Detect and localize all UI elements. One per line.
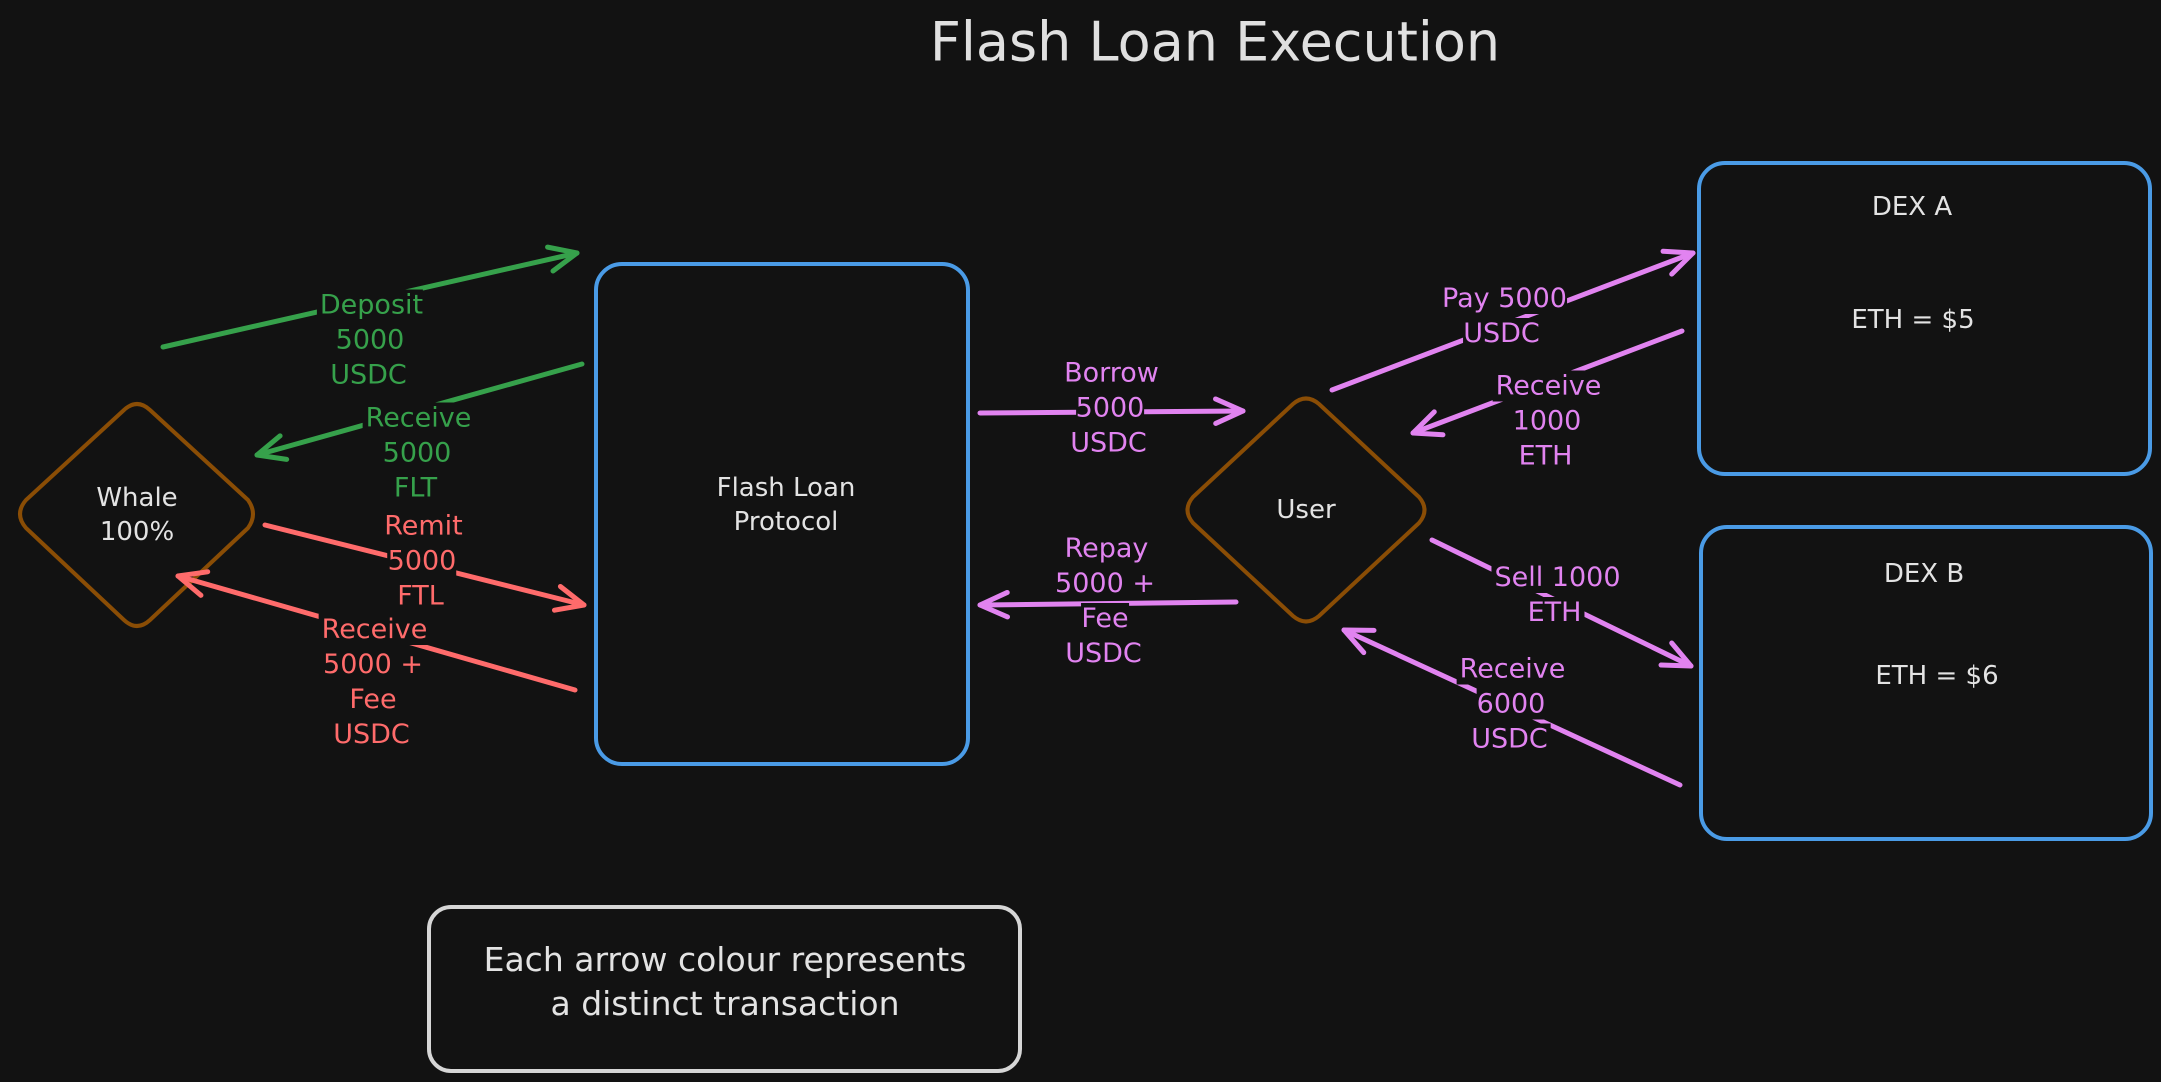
legend-text: Each arrow colour represents a distinct … <box>483 940 967 1023</box>
user-diamond[interactable] <box>1185 396 1427 624</box>
page-title: Flash Loan Execution <box>929 10 1501 74</box>
protocol-label: Flash Loan Protocol <box>716 473 856 537</box>
arrow-label-sell: Sell 1000 ETH <box>1491 560 1621 630</box>
arrowhead-icon <box>254 433 290 462</box>
dex-a-name: DEX A <box>1871 192 1953 222</box>
arrowhead-icon <box>1213 396 1246 426</box>
arrow-label-pay: Pay 5000 USDC <box>1439 281 1567 351</box>
arrow-label-borrow: Borrow 5000 USDC <box>1061 356 1159 461</box>
protocol-box[interactable] <box>594 262 970 766</box>
arrow-label-remit: Remit 5000 FTL <box>381 509 463 614</box>
arrow-label-repay: Repay 5000 + Fee USDC <box>1055 533 1155 669</box>
arrowhead-icon <box>1660 248 1696 277</box>
whale-diamond[interactable] <box>18 402 255 628</box>
dex-a-box[interactable] <box>1697 161 2152 476</box>
whale-label: Whale 100% <box>96 483 178 547</box>
dex-b-box[interactable] <box>1699 525 2153 841</box>
arrowhead-icon <box>1410 409 1446 438</box>
arrow-label-receive-flt: Receive 5000 FLT <box>362 401 472 506</box>
dex-b-price: ETH = $6 <box>1875 661 1999 691</box>
arrow-label-receive-eth: Receive 1000 ETH <box>1492 369 1602 474</box>
dex-a-price: ETH = $5 <box>1851 305 1975 335</box>
arrowhead-icon <box>551 583 587 613</box>
user-label: User <box>1276 495 1336 525</box>
arrow-label-receive-usdc: Receive 6000 USDC <box>1456 652 1566 757</box>
dex-b-name: DEX B <box>1883 559 1965 589</box>
arrowhead-icon <box>545 244 580 274</box>
arrowhead-icon <box>1341 627 1377 656</box>
legend-box <box>427 905 1022 1073</box>
arrowhead-icon <box>977 589 1011 620</box>
arrow-label-receive-fee: Receive 5000 + Fee USDC <box>318 612 428 752</box>
arrowhead-icon <box>1658 640 1694 669</box>
arrowhead-icon <box>175 569 211 598</box>
arrow-label-deposit: Deposit 5000 USDC <box>316 288 424 393</box>
